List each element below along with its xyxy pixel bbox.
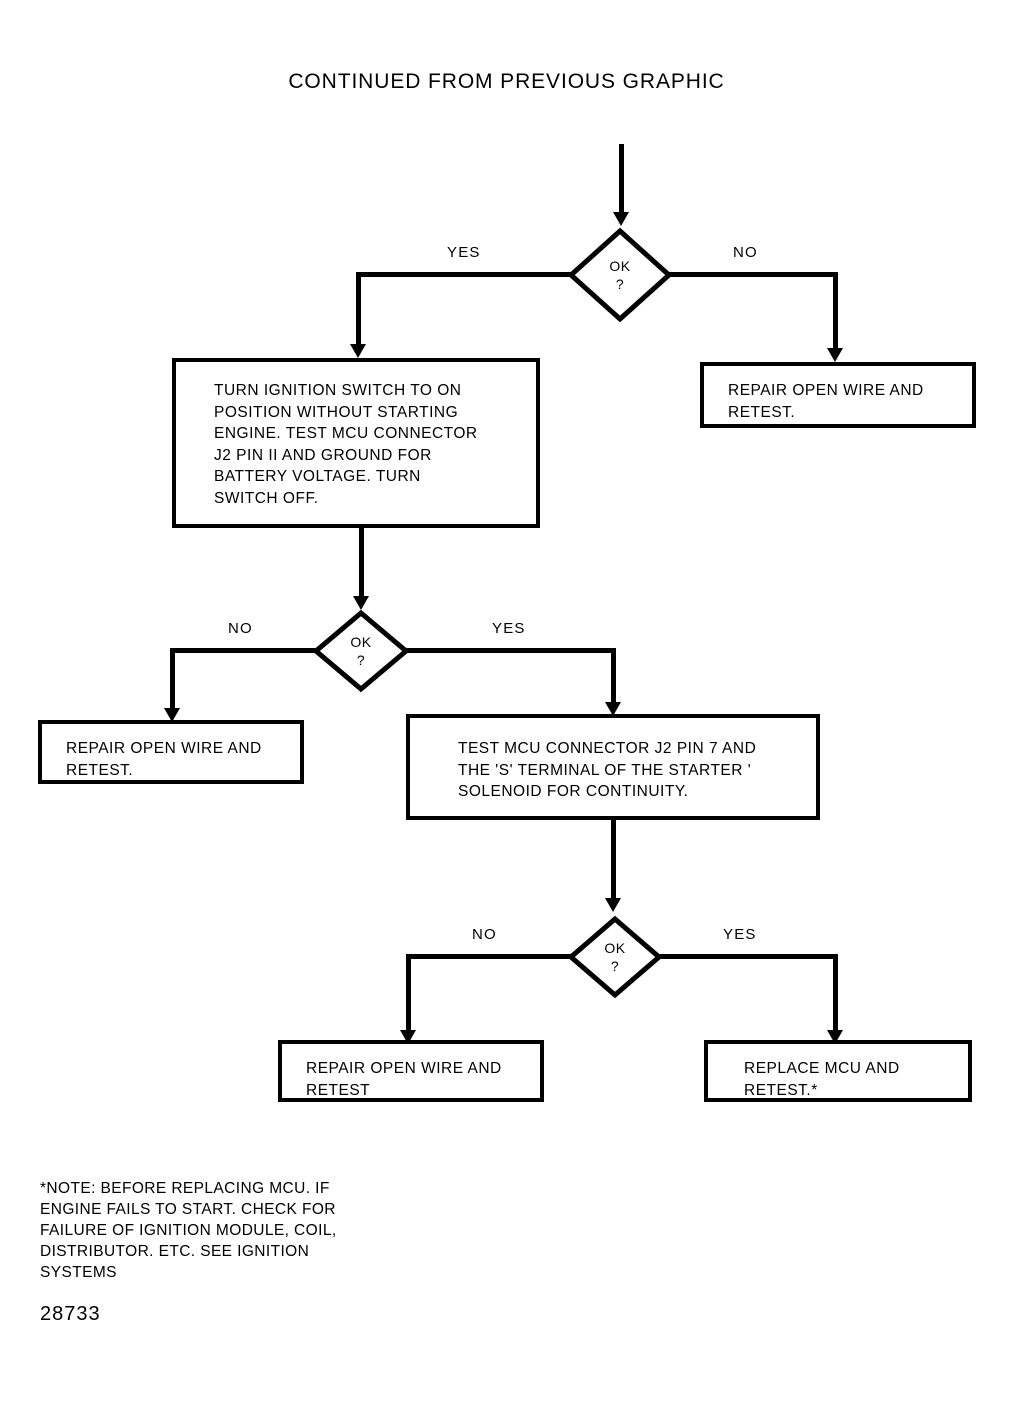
decision-1[interactable]: OK ? — [568, 228, 672, 322]
decision-3-yes-line-v — [833, 954, 838, 1032]
box-repair-1-text: REPAIR OPEN WIRE AND RETEST. — [728, 382, 924, 421]
box-turn-ignition: TURN IGNITION SWITCH TO ON POSITION WITH… — [172, 358, 540, 528]
decision-3-yes-line-h — [658, 954, 838, 959]
decision-1-yes-arrow — [350, 344, 366, 358]
decision-3-yes-label: YES — [723, 926, 757, 943]
box-test-mcu-j2-pin7-text: TEST MCU CONNECTOR J2 PIN 7 AND THE 'S' … — [458, 740, 757, 800]
box-replace-mcu: REPLACE MCU AND RETEST.* — [704, 1040, 972, 1102]
entry-connector-line — [619, 144, 624, 216]
box-repair-3: REPAIR OPEN WIRE AND RETEST — [278, 1040, 544, 1102]
decision-2-no-arrow — [164, 708, 180, 722]
diamond-shape-icon — [568, 916, 662, 998]
decision-3-no-line-h — [406, 954, 573, 959]
decision-2-no-line-h — [170, 648, 318, 653]
box-turn-ignition-to-decision-2-line — [359, 528, 364, 600]
box-repair-3-text: REPAIR OPEN WIRE AND RETEST — [306, 1060, 502, 1099]
box-turn-ignition-to-decision-2-arrow — [353, 596, 369, 610]
decision-1-yes-line-h — [356, 272, 572, 277]
box-test-mcu-j2-pin7: TEST MCU CONNECTOR J2 PIN 7 AND THE 'S' … — [406, 714, 820, 820]
decision-1-no-line-h — [668, 272, 838, 277]
decision-2-no-label: NO — [228, 620, 253, 637]
decision-2[interactable]: OK ? — [313, 610, 409, 692]
box-repair-1: REPAIR OPEN WIRE AND RETEST. — [700, 362, 976, 428]
box-test-mcu-to-decision-3-arrow — [605, 898, 621, 912]
decision-2-yes-arrow — [605, 702, 621, 716]
entry-connector-arrow — [613, 212, 629, 226]
decision-2-yes-line-v — [611, 648, 616, 704]
decision-1-no-line-v — [833, 272, 838, 350]
decision-2-no-line-v — [170, 648, 175, 710]
decision-2-yes-label: YES — [492, 620, 526, 637]
box-test-mcu-to-decision-3-line — [611, 820, 616, 902]
decision-1-yes-line-v — [356, 272, 361, 346]
footnote-note: *NOTE: BEFORE REPLACING MCU. IF ENGINE F… — [40, 1180, 337, 1281]
decision-1-no-arrow — [827, 348, 843, 362]
decision-1-no-label: NO — [733, 244, 758, 261]
decision-3-no-line-v — [406, 954, 411, 1032]
box-replace-mcu-text: REPLACE MCU AND RETEST.* — [744, 1060, 900, 1099]
decision-3[interactable]: OK ? — [568, 916, 662, 998]
diamond-shape-icon — [313, 610, 409, 692]
box-turn-ignition-text: TURN IGNITION SWITCH TO ON POSITION WITH… — [214, 382, 478, 507]
decision-3-no-label: NO — [472, 926, 497, 943]
box-repair-2: REPAIR OPEN WIRE AND RETEST. — [38, 720, 304, 784]
diamond-shape-icon — [568, 228, 672, 322]
decision-1-yes-label: YES — [447, 244, 481, 261]
page-title: CONTINUED FROM PREVIOUS GRAPHIC — [288, 70, 725, 93]
figure-number: 28733 — [40, 1303, 101, 1325]
decision-2-yes-line-h — [404, 648, 616, 653]
box-repair-2-text: REPAIR OPEN WIRE AND RETEST. — [66, 740, 262, 779]
